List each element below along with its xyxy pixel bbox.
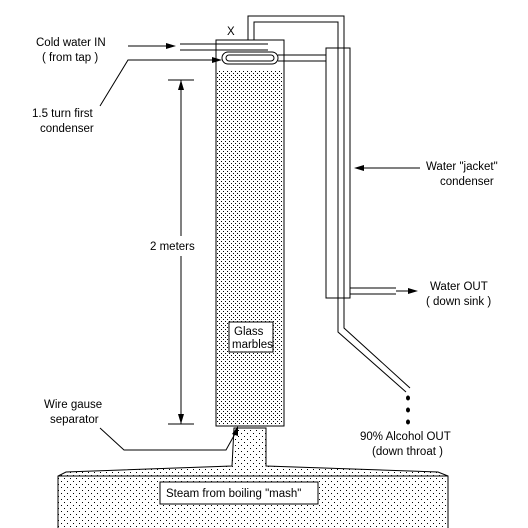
first-condenser-label-2: condenser — [40, 123, 94, 135]
height-label: 2 meters — [150, 241, 195, 253]
water-out-pipe — [350, 287, 396, 295]
steam-label-box — [159, 481, 319, 505]
boiler — [57, 427, 449, 528]
water-out-label-1: Water OUT — [430, 281, 488, 293]
alcohol-out-label-2: (down throat ) — [372, 446, 443, 458]
glass-marbles-label-1: Glass — [234, 326, 264, 338]
valve-label: X — [227, 26, 235, 38]
water-out-leader — [396, 288, 418, 294]
alcohol-drops — [406, 395, 410, 425]
cold-water-in-label: Cold water IN — [36, 37, 106, 49]
from-tap-label: ( from tap ) — [42, 52, 98, 64]
column — [215, 39, 285, 427]
jacket-label-1: Water "jacket" — [426, 161, 498, 173]
glass-marbles-box — [228, 321, 274, 353]
water-out-label-2: ( down sink ) — [426, 296, 491, 308]
glass-marbles-label-2: marbles — [232, 339, 273, 351]
coil-to-jacket-pipe — [278, 54, 326, 62]
alcohol-out-pipe — [337, 298, 411, 393]
height-dimension — [168, 79, 194, 425]
alcohol-out-label-1: 90% Alcohol OUT — [360, 431, 451, 443]
jacket-leader — [354, 165, 420, 171]
wire-gauze-leader — [99, 426, 238, 451]
wire-gauze-label-1: Wire gause — [44, 399, 102, 411]
cold-water-in-pipe — [180, 43, 268, 51]
first-condenser-label-1: 1.5 turn first — [32, 108, 94, 120]
cold-water-leader — [128, 43, 176, 49]
first-condenser-coil — [221, 51, 279, 65]
first-condenser-leader — [99, 57, 222, 107]
jacket-label-2: condenser — [440, 176, 494, 188]
wire-gauze-label-2: separator — [50, 414, 99, 426]
steam-label: Steam from boiling "mash" — [166, 488, 301, 500]
water-jacket — [325, 47, 351, 299]
